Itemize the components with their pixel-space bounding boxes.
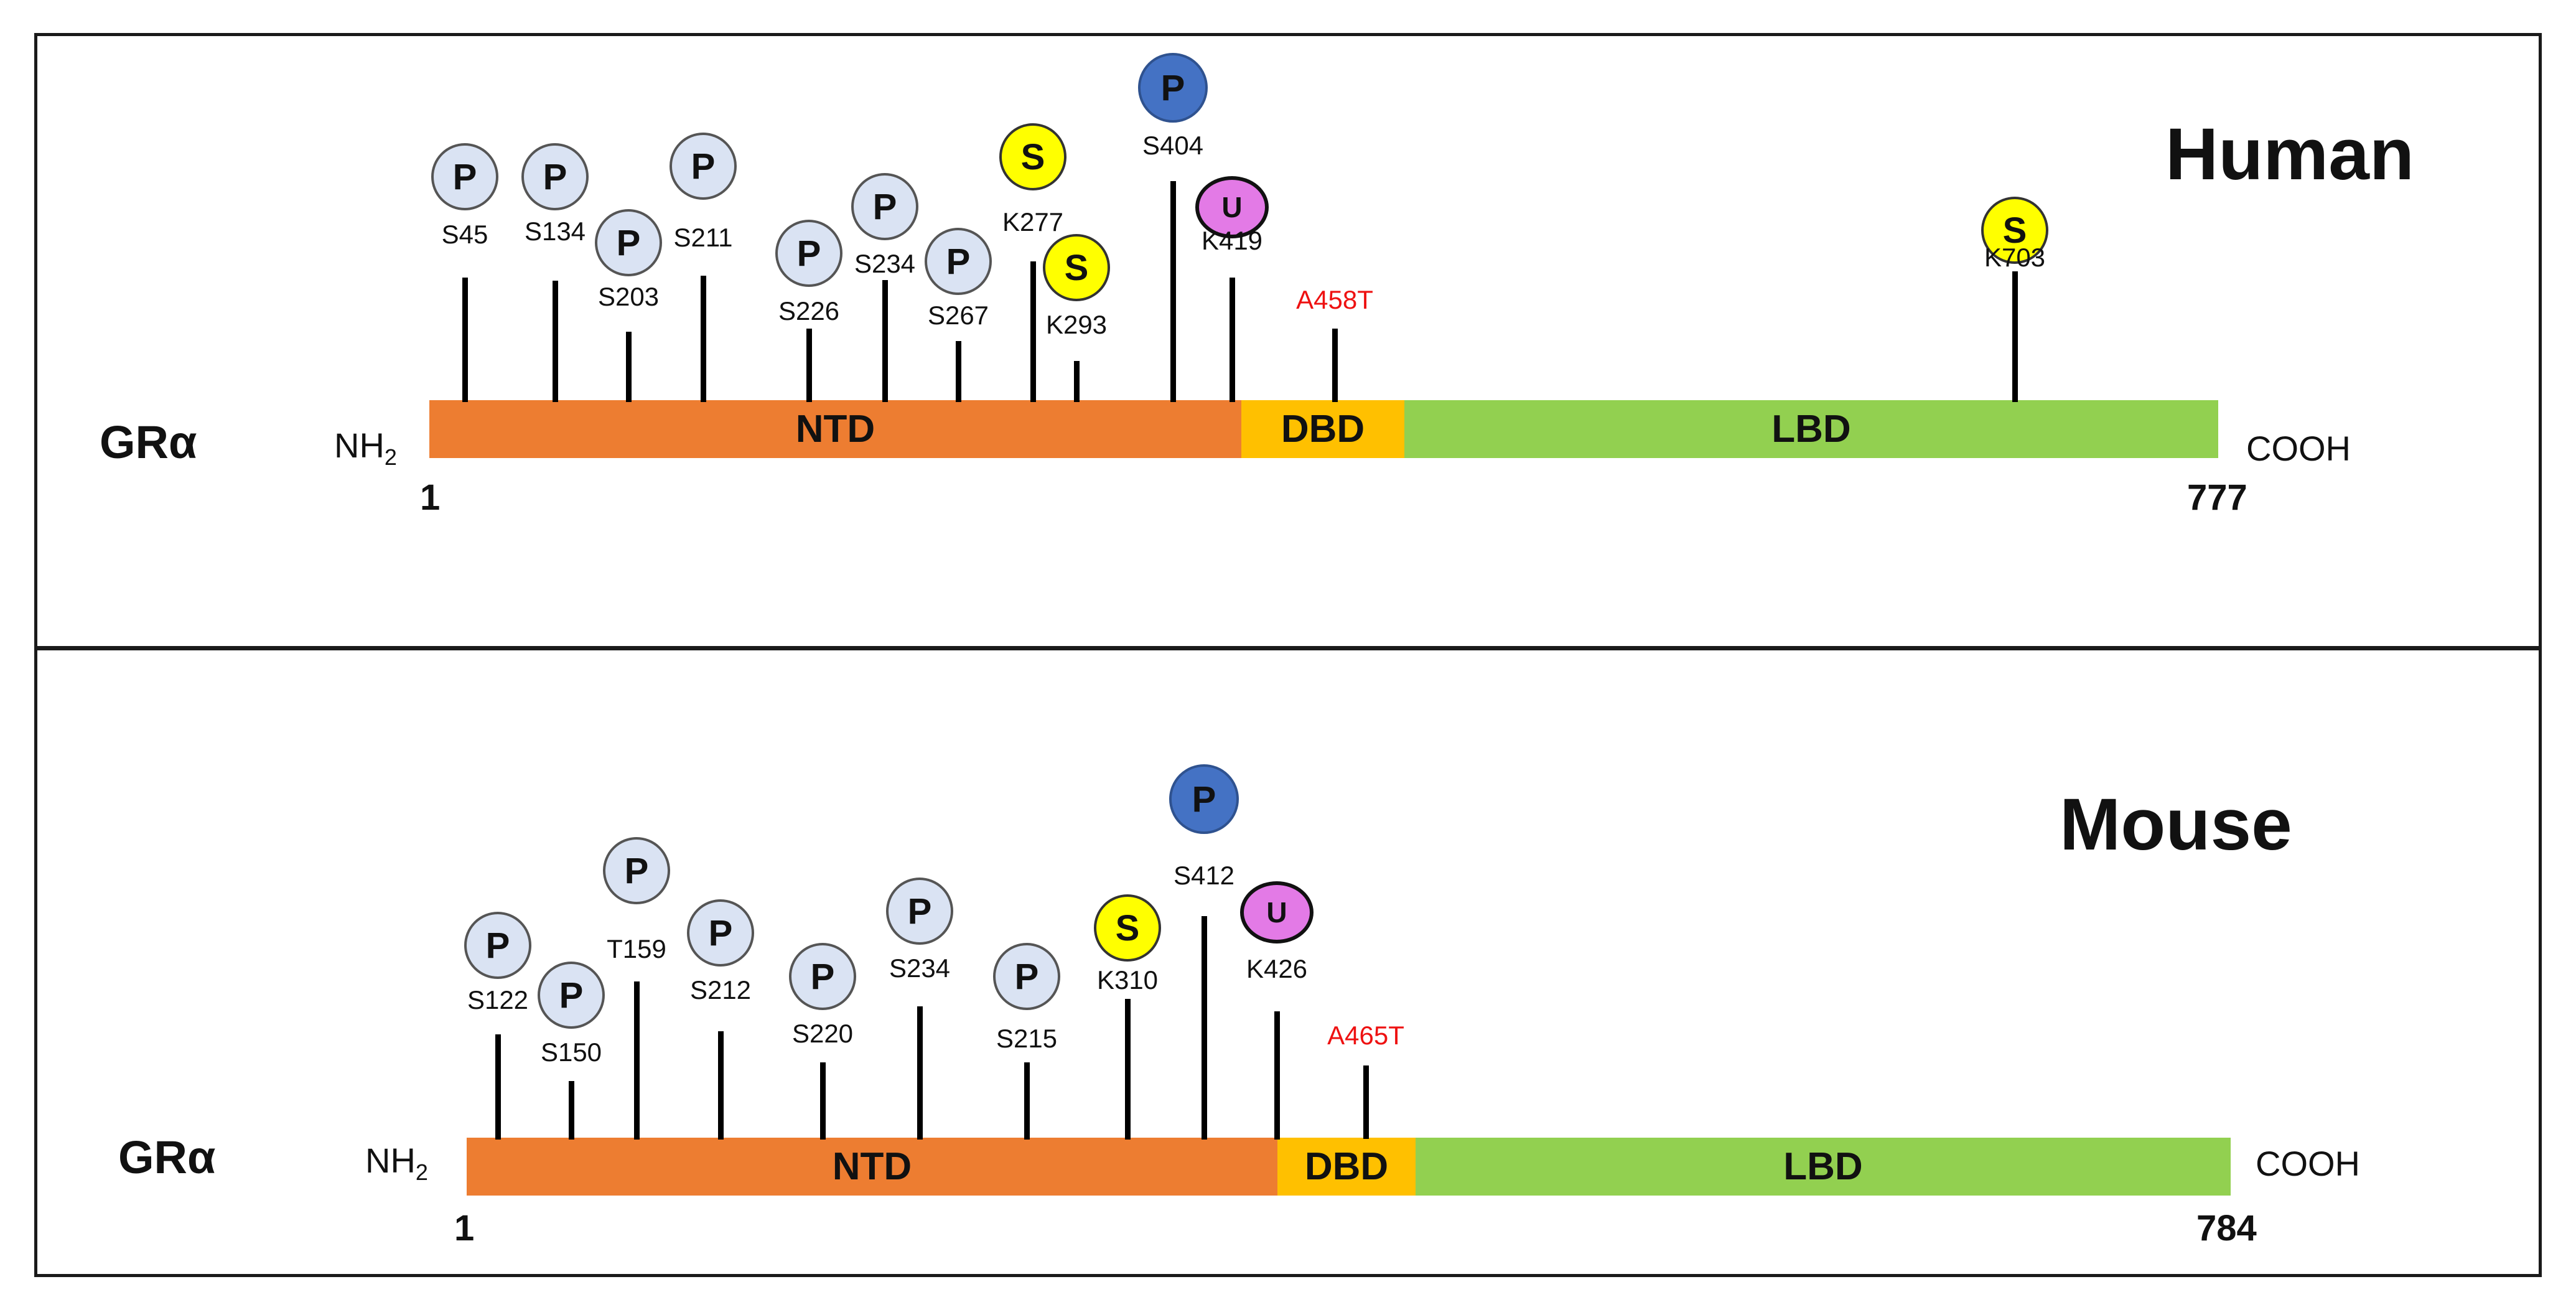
phosphorylation-icon: P xyxy=(886,878,953,945)
site-stem xyxy=(462,278,468,402)
site-stem xyxy=(553,281,558,402)
site-stem xyxy=(701,276,706,402)
site-label: K426 xyxy=(1246,954,1308,983)
domain-dbd: DBD xyxy=(1277,1138,1416,1196)
end-residue: 777 xyxy=(2187,477,2247,518)
site-stem xyxy=(1074,361,1080,402)
site-label: S267 xyxy=(927,301,989,330)
phosphorylation-icon: P xyxy=(687,899,754,967)
site-label: S412 xyxy=(1173,861,1235,890)
site-label: K419 xyxy=(1201,226,1263,255)
domain-lbd: LBD xyxy=(1416,1138,2231,1196)
protein-label: GRα xyxy=(118,1131,216,1183)
phosphorylation-icon: P xyxy=(603,837,670,904)
site-stem xyxy=(1170,181,1176,402)
n-terminus-label: NH2 xyxy=(365,1141,428,1186)
site-label: K703 xyxy=(1984,243,2046,272)
site-label: S212 xyxy=(689,975,752,1004)
mouse-panel: Mouse GRα NH2 COOH 1 784 NTD DBD LBD A46… xyxy=(34,647,2542,1277)
site-stem xyxy=(1202,916,1207,1140)
human-panel: Human GRα NH2 COOH 1 777 NTD DBD LBD A45… xyxy=(34,33,2542,649)
phosphorylation-icon: P xyxy=(775,220,842,287)
site-label: S134 xyxy=(524,217,586,246)
site-label: K277 xyxy=(1002,207,1064,236)
site-label: S122 xyxy=(467,985,529,1014)
site-label: T159 xyxy=(607,934,666,963)
phosphorylation-icon: P xyxy=(595,209,662,276)
sumoylation-icon: S xyxy=(1981,197,2048,264)
site-label: K293 xyxy=(1045,310,1108,339)
site-stem xyxy=(718,1031,724,1140)
phosphorylation-icon: P xyxy=(1138,53,1208,123)
site-stem xyxy=(820,1062,826,1140)
site-stem xyxy=(2012,271,2018,402)
phosphorylation-icon: P xyxy=(925,228,992,295)
site-stem xyxy=(806,329,812,402)
ubiquitination-icon: U xyxy=(1240,881,1314,943)
phosphorylation-icon: P xyxy=(670,133,737,200)
phosphorylation-icon: P xyxy=(851,173,918,240)
phosphorylation-icon: P xyxy=(521,143,589,210)
domain-lbd: LBD xyxy=(1404,400,2218,458)
phosphorylation-icon: P xyxy=(789,943,856,1010)
species-title: Human xyxy=(2165,113,2414,195)
site-stem xyxy=(495,1034,501,1140)
site-stem xyxy=(634,981,640,1140)
site-label: S226 xyxy=(778,296,840,325)
species-title: Mouse xyxy=(2060,784,2292,866)
site-stem xyxy=(882,280,888,402)
mutation-label: A458T xyxy=(1296,285,1373,314)
phosphorylation-icon: P xyxy=(464,912,531,979)
site-stem xyxy=(1024,1062,1030,1140)
start-residue: 1 xyxy=(420,477,441,518)
phosphorylation-icon: P xyxy=(431,143,498,210)
c-terminus-label: COOH xyxy=(2256,1144,2360,1183)
sumoylation-icon: S xyxy=(1094,894,1161,962)
site-stem xyxy=(917,1006,923,1140)
end-residue: 784 xyxy=(2196,1208,2257,1248)
mutation-stem xyxy=(1363,1065,1369,1139)
site-label: S150 xyxy=(540,1037,602,1067)
site-label: S404 xyxy=(1142,131,1204,160)
phosphorylation-icon: P xyxy=(538,962,605,1029)
mutation-stem xyxy=(1332,329,1338,402)
site-label: S211 xyxy=(673,223,733,252)
n-terminus-label: NH2 xyxy=(334,426,397,471)
phosphorylation-icon: P xyxy=(1169,764,1239,834)
site-label: S215 xyxy=(996,1024,1058,1053)
site-stem xyxy=(569,1081,574,1140)
mutation-label: A465T xyxy=(1327,1021,1404,1050)
site-label: S203 xyxy=(597,282,660,311)
ubiquitination-icon: U xyxy=(1195,176,1269,238)
phosphorylation-icon: P xyxy=(993,943,1060,1010)
site-label: S45 xyxy=(441,220,488,249)
site-label: S234 xyxy=(889,953,951,983)
site-stem xyxy=(1125,999,1131,1140)
site-label: S234 xyxy=(854,249,916,278)
site-stem xyxy=(1230,278,1235,402)
start-residue: 1 xyxy=(454,1208,475,1248)
site-stem xyxy=(626,332,632,402)
domain-ntd: NTD xyxy=(467,1138,1277,1196)
site-label: K310 xyxy=(1096,965,1159,995)
site-stem xyxy=(956,341,961,402)
protein-label: GRα xyxy=(100,416,197,468)
domain-ntd: NTD xyxy=(429,400,1241,458)
sumoylation-icon: S xyxy=(999,123,1066,190)
site-label: S220 xyxy=(791,1019,854,1048)
site-stem xyxy=(1030,261,1036,402)
c-terminus-label: COOH xyxy=(2246,429,2351,468)
sumoylation-icon: S xyxy=(1043,234,1110,301)
site-stem xyxy=(1274,1011,1280,1140)
domain-dbd: DBD xyxy=(1241,400,1404,458)
